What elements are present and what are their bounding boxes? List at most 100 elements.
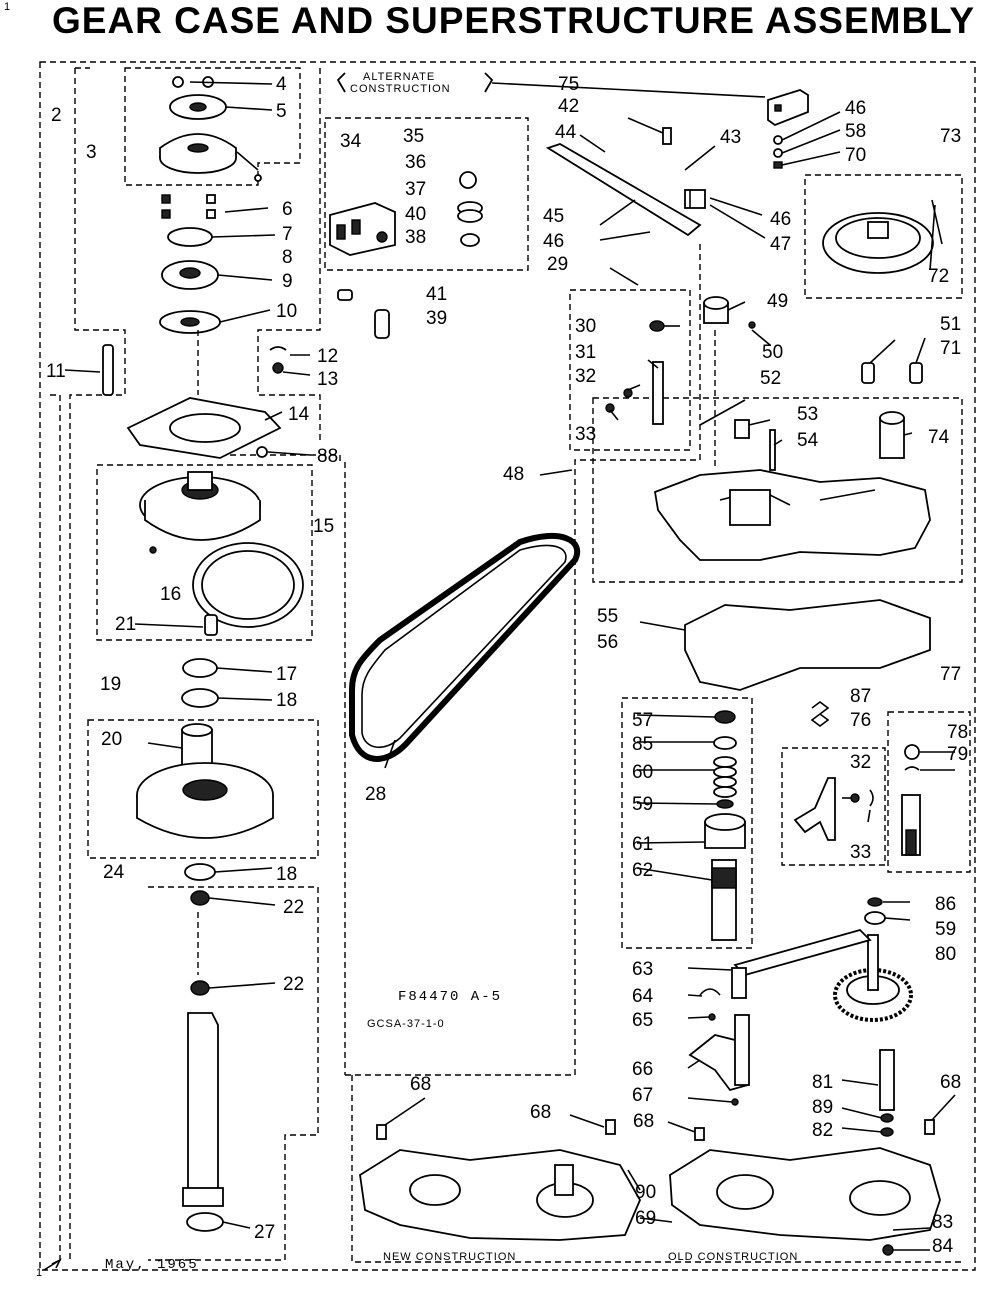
part-15-clutch xyxy=(139,471,261,541)
frame-clutch xyxy=(96,464,313,641)
part-68-d xyxy=(924,1119,935,1135)
callout-24: 24 xyxy=(103,862,125,883)
part-18b-bearing xyxy=(184,863,216,881)
callout-78: 78 xyxy=(947,722,968,743)
callout-29: 29 xyxy=(547,254,568,275)
part-71-bolt xyxy=(909,362,923,384)
part-46-58-70-hardware xyxy=(773,135,783,169)
callout-52: 52 xyxy=(760,368,781,389)
date-stamp: May, 1965 xyxy=(105,1257,199,1273)
part-30-nut xyxy=(649,320,665,332)
callout-5: 5 xyxy=(276,101,287,122)
callout-4: 4 xyxy=(276,74,287,95)
part-63-connecting-rod xyxy=(733,928,872,977)
part-73-pulley xyxy=(822,212,934,274)
part-57-washer xyxy=(714,710,736,724)
callout-84: 84 xyxy=(932,1236,954,1257)
callout-46b: 46 xyxy=(543,231,564,252)
part-59-washer xyxy=(716,799,734,809)
part-27-seal xyxy=(186,1212,224,1232)
corner-mark-bottom: 1 xyxy=(36,1267,43,1279)
callout-83: 83 xyxy=(932,1212,953,1233)
callout-39: 39 xyxy=(426,308,447,329)
callout-12: 12 xyxy=(317,346,338,367)
callout-14: 14 xyxy=(288,404,310,425)
part-60-spring xyxy=(713,756,737,798)
part-14-gasket xyxy=(126,397,282,459)
part-28-belt-inner xyxy=(361,544,567,748)
callout-11: 11 xyxy=(46,361,66,382)
callout-65: 65 xyxy=(632,1010,653,1031)
part-10-hole xyxy=(180,317,200,327)
frame-shifter xyxy=(781,747,886,866)
part-65-washer xyxy=(708,1013,716,1021)
callout-55: 55 xyxy=(597,606,618,627)
callout-80: 80 xyxy=(935,944,956,965)
callout-62: 62 xyxy=(632,860,653,881)
part-53-bushing xyxy=(734,419,750,439)
callout-35: 35 xyxy=(403,126,424,147)
callout-88: 88 xyxy=(317,446,338,467)
callout-72: 72 xyxy=(928,266,949,287)
callout-59a: 59 xyxy=(632,794,653,815)
frame-bottom-cases xyxy=(351,1075,965,1263)
callout-69: 69 xyxy=(635,1208,656,1229)
callout-20: 20 xyxy=(101,729,122,750)
part-90-gear-case-new xyxy=(359,1149,642,1241)
part-81-stem xyxy=(879,1049,895,1111)
callout-68c: 68 xyxy=(633,1111,654,1132)
part-31-shaft xyxy=(652,361,664,425)
callout-64: 64 xyxy=(632,986,654,1007)
callout-48: 48 xyxy=(503,464,524,485)
callout-46c: 46 xyxy=(770,209,791,230)
part-59b-washer xyxy=(864,911,886,925)
callout-87: 87 xyxy=(850,686,871,707)
part-22-nut-bottom xyxy=(190,980,210,996)
part-13-nut xyxy=(272,362,284,374)
figure-subcode: GCSA-37-1-0 xyxy=(367,1018,445,1030)
part-55-gasket xyxy=(684,599,931,691)
part-8-ring xyxy=(167,227,213,247)
part-78-washer xyxy=(904,744,920,760)
callout-59b: 59 xyxy=(935,919,956,940)
part-18-bearing xyxy=(181,688,219,708)
callout-51: 51 xyxy=(940,314,961,335)
callout-47: 47 xyxy=(770,234,791,255)
part-32-ball xyxy=(623,388,633,398)
part-67-pin xyxy=(731,1098,739,1106)
frame-center-connector xyxy=(230,240,701,1076)
part-79-clip xyxy=(904,766,920,771)
callout-9: 9 xyxy=(282,271,293,292)
part-41-screw xyxy=(337,289,353,301)
part-74-bushing xyxy=(879,411,905,459)
frame-alt-construction xyxy=(324,117,529,271)
part-89-washer xyxy=(880,1113,894,1123)
callout-15: 15 xyxy=(313,516,334,537)
callout-8: 8 xyxy=(282,247,293,268)
part-3-hub xyxy=(159,133,237,174)
callout-22a: 22 xyxy=(283,897,304,918)
part-86-washer xyxy=(867,897,883,907)
frame-piston xyxy=(569,289,691,451)
part-19-drive-pulley xyxy=(136,762,274,839)
part-7-bolts xyxy=(161,194,216,219)
callout-76: 76 xyxy=(850,710,871,731)
part-51-bolt xyxy=(861,362,875,384)
part-6-pin xyxy=(254,174,262,182)
callout-3: 3 xyxy=(86,142,97,163)
corner-mark-top: 1 xyxy=(4,1,11,13)
callout-67: 67 xyxy=(632,1085,653,1106)
callout-13: 13 xyxy=(317,369,338,390)
part-54-pin xyxy=(769,429,776,471)
part-66-post xyxy=(734,1014,750,1086)
callout-74: 74 xyxy=(928,427,950,448)
part-64-clip xyxy=(699,988,721,996)
frame-pulley xyxy=(87,719,319,859)
callout-2: 2 xyxy=(51,105,62,126)
part-61-gear xyxy=(704,813,746,849)
part-spin-tube xyxy=(182,1012,224,1207)
part-48-gear-case-cover xyxy=(653,469,931,561)
outer-border xyxy=(39,61,976,1271)
frame-transmission xyxy=(592,397,963,583)
part-35-switch-block xyxy=(329,202,396,256)
